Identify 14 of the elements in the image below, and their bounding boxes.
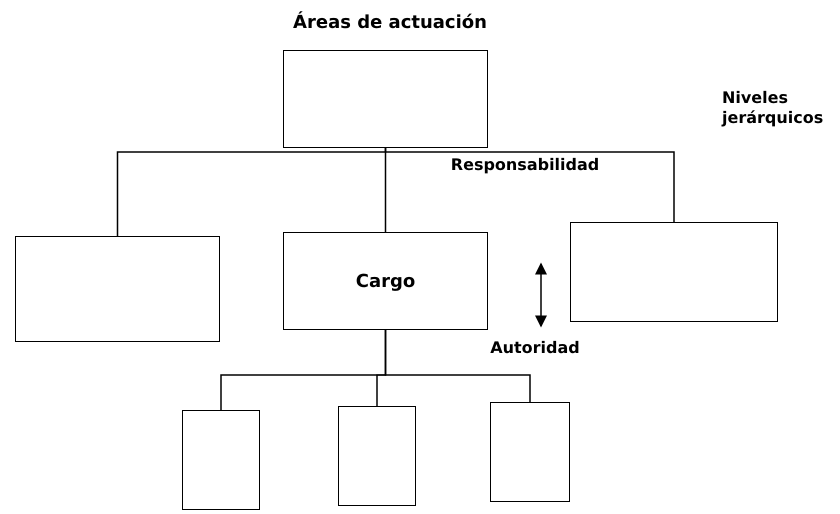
org-chart-box bbox=[182, 410, 260, 510]
connector-line bbox=[384, 330, 531, 402]
org-chart-box bbox=[283, 50, 488, 148]
org-chart-box bbox=[15, 236, 220, 342]
org-chart-box bbox=[570, 222, 778, 322]
box-label: Cargo bbox=[356, 270, 416, 294]
connector-line bbox=[384, 148, 675, 222]
annotation-label: Autoridad bbox=[489, 338, 581, 358]
org-chart-box bbox=[283, 232, 488, 330]
org-chart-box bbox=[338, 406, 416, 506]
diagram-title: Áreas de actuación bbox=[292, 12, 488, 34]
annotation-label: Niveles jerárquicos bbox=[722, 88, 824, 128]
org-chart-box bbox=[490, 402, 570, 502]
annotation-label: Responsabilidad bbox=[450, 155, 600, 175]
